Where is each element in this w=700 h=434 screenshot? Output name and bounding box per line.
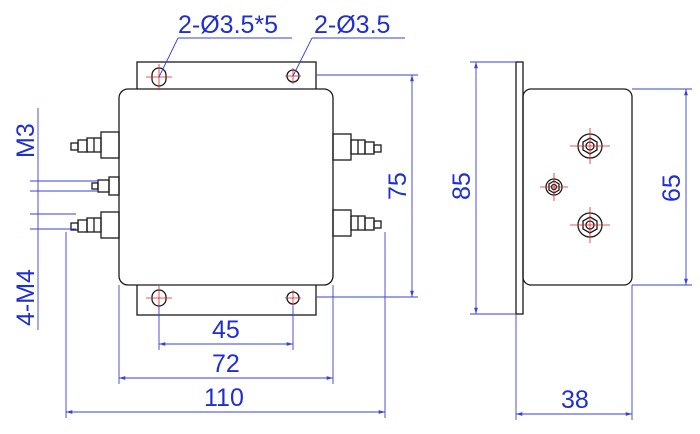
label-dim-65: 65 <box>658 174 686 202</box>
side-view <box>515 61 633 315</box>
stud-upper <box>570 128 610 164</box>
label-thread-m3: M3 <box>12 123 40 158</box>
stud-middle <box>540 173 568 201</box>
stud-lower <box>570 207 610 243</box>
terminal-right-bottom <box>332 209 382 237</box>
label-hole-slots: 2-Ø3.5*5 <box>178 11 278 39</box>
label-dim-85: 85 <box>448 172 476 200</box>
terminal-left-middle <box>91 176 120 196</box>
label-hole-round: 2-Ø3.5 <box>314 11 390 39</box>
label-dim-45: 45 <box>212 316 240 344</box>
label-thread-m4: 4-M4 <box>12 269 40 326</box>
label-dim-72: 72 <box>212 350 240 378</box>
label-dim-38: 38 <box>561 386 589 414</box>
front-dimensions <box>30 37 418 418</box>
round-hole-bottom <box>285 290 301 306</box>
filter-body <box>118 88 334 286</box>
side-plate <box>515 61 524 315</box>
terminal-left-bottom <box>70 211 120 239</box>
front-view <box>70 61 382 316</box>
label-dim-110: 110 <box>204 384 244 412</box>
side-body <box>522 88 633 286</box>
side-dimensions <box>470 61 692 420</box>
label-dim-75: 75 <box>384 172 412 200</box>
terminal-right-top <box>332 133 382 161</box>
terminal-left-top <box>70 131 120 159</box>
